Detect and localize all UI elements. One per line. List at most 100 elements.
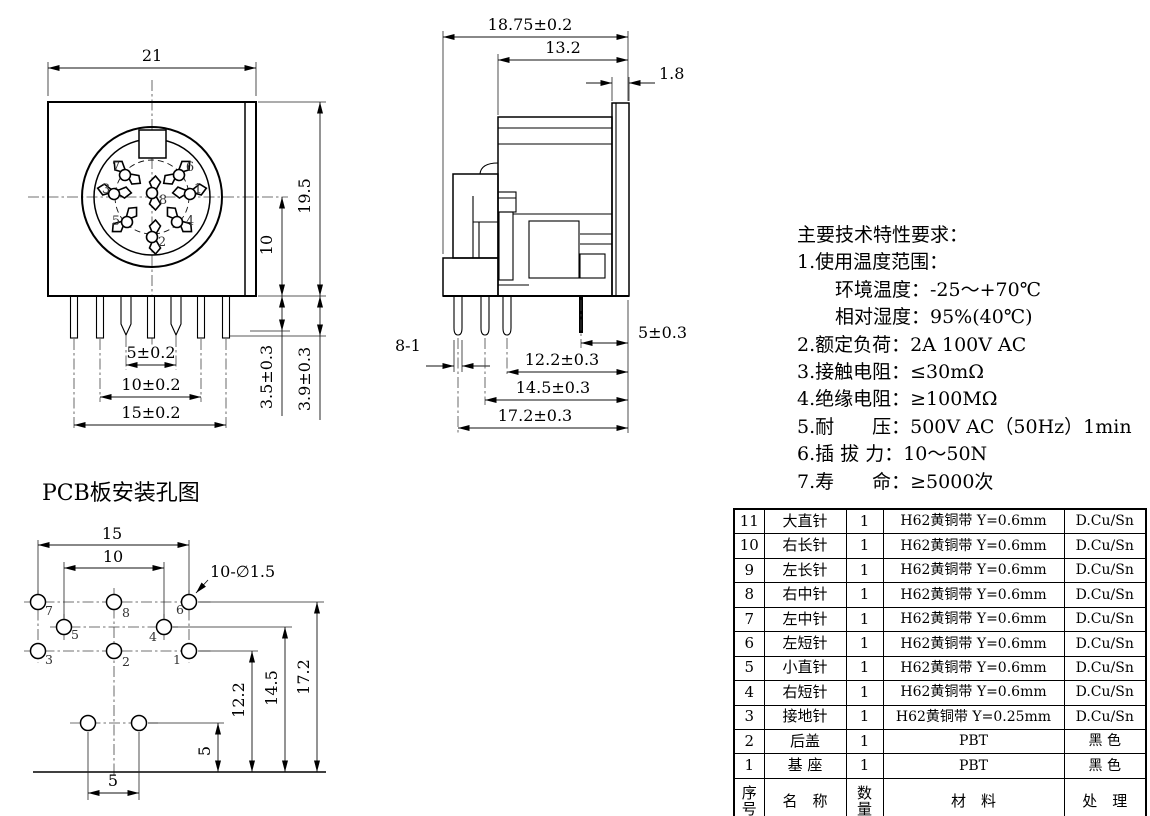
dim-side-shell: 13.2 <box>545 38 581 57</box>
cell-name: 左长针 <box>763 557 847 584</box>
cell-qty: 1 <box>845 582 884 608</box>
dim-pcb-bottom-offset: 5 <box>195 746 214 756</box>
dim-front-span15: 15±0.2 <box>121 403 180 422</box>
dim-side-ground: 5±0.3 <box>638 323 687 342</box>
hole-label-6: 6 <box>176 602 184 617</box>
table-row: 10 右长针 1 H62黄铜带 Y=0.6mm D.Cu/Sn <box>733 533 1147 559</box>
cell-material: PBT <box>882 728 1065 755</box>
dim-side-row3: 17.2±0.3 <box>498 406 572 425</box>
hole-label-3: 3 <box>45 652 53 667</box>
notes-line: 2.额定负荷：2A 100V AC <box>797 333 1027 356</box>
cell-name: 后盖 <box>763 728 847 755</box>
cell-name: 小直针 <box>763 655 847 682</box>
cell-no: 1 <box>733 753 765 779</box>
front-view: 7 6 3 1 8 5 4 2 21 19.5 10 3.5±0.3 3.9±0… <box>28 46 326 430</box>
cell-treatment: D.Cu/Sn <box>1063 680 1147 706</box>
cell-treatment: 黑 色 <box>1063 753 1147 779</box>
dim-pcb-bottom-pitch: 5 <box>108 771 118 790</box>
cell-name: 左短针 <box>763 631 847 657</box>
cell-name: 右中针 <box>763 582 847 608</box>
notes-line: 4.绝缘电阻：≥100MΩ <box>797 388 998 411</box>
pin-label-7: 7 <box>112 160 120 175</box>
cell-material: PBT <box>882 753 1065 779</box>
cell-qty: 1 <box>845 508 884 535</box>
table-row: 5 小直针 1 H62黄铜带 Y=0.6mm D.Cu/Sn <box>733 655 1147 682</box>
cell-name: 大直针 <box>763 508 847 535</box>
cell-qty: 1 <box>845 606 884 633</box>
technical-notes: 主要技术特性要求： 1.使用温度范围： 环境温度：-25～+70℃ 相对湿度：9… <box>797 222 1150 496</box>
cell-no: 9 <box>733 557 765 584</box>
header-qty: 数 量 <box>845 777 884 816</box>
pin-label-6: 6 <box>186 160 194 175</box>
cell-no: 11 <box>733 508 765 535</box>
cell-no: 8 <box>733 582 765 608</box>
cell-material: H62黄铜带 Y=0.6mm <box>882 680 1065 706</box>
pcb-view: PCB板安装孔图 7 8 6 5 4 3 2 1 <box>24 481 326 800</box>
cell-treatment: D.Cu/Sn <box>1063 557 1147 584</box>
side-view: 18.75±0.2 13.2 1.8 5±0.3 8-1 12.2±0.3 14… <box>395 15 687 433</box>
cell-qty: 1 <box>845 631 884 657</box>
table-row: 9 左长针 1 H62黄铜带 Y=0.6mm D.Cu/Sn <box>733 557 1147 584</box>
dim-pcb-span10: 10 <box>103 547 123 566</box>
pin-label-2: 2 <box>158 235 166 250</box>
cell-no: 3 <box>733 704 765 730</box>
table-row: 11 大直针 1 H62黄铜带 Y=0.6mm D.Cu/Sn <box>733 508 1147 535</box>
dim-pcb-row3: 17.2 <box>294 659 313 695</box>
dim-pcb-row1: 12.2 <box>229 682 248 718</box>
notes-line: 1.使用温度范围： <box>797 251 949 274</box>
cell-material: H62黄铜带 Y=0.6mm <box>882 582 1065 608</box>
hole-label-1: 1 <box>173 652 181 667</box>
hole-label-4: 4 <box>149 629 157 644</box>
table-row: 8 右中针 1 H62黄铜带 Y=0.6mm D.Cu/Sn <box>733 582 1147 608</box>
table-row: 6 左短针 1 H62黄铜带 Y=0.6mm D.Cu/Sn <box>733 631 1147 657</box>
notes-line: 相对湿度：95%(40℃) <box>835 306 1033 329</box>
header-name: 名 称 <box>763 777 847 816</box>
cell-treatment: D.Cu/Sn <box>1063 508 1147 535</box>
pin-label-3: 3 <box>102 182 110 197</box>
table-header-row: 序 号 名 称 数 量 材 料 处 理 <box>733 777 1147 816</box>
side-view-pins <box>453 296 583 336</box>
cell-no: 4 <box>733 680 765 706</box>
cell-name: 左中针 <box>763 606 847 633</box>
hole-label-5: 5 <box>71 627 79 642</box>
table-row: 4 右短针 1 H62黄铜带 Y=0.6mm D.Cu/Sn <box>733 680 1147 706</box>
cell-treatment: 黑 色 <box>1063 728 1147 755</box>
front-view-pins <box>69 295 231 339</box>
dim-front-span10: 10±0.2 <box>121 375 180 394</box>
dim-front-pinlen: 3.9±0.3 <box>295 347 314 411</box>
pin-label-5: 5 <box>112 214 120 229</box>
cell-qty: 1 <box>845 704 884 730</box>
table-row: 7 左中针 1 H62黄铜带 Y=0.6mm D.Cu/Sn <box>733 606 1147 633</box>
dim-front-height: 19.5 <box>295 178 314 214</box>
cell-no: 2 <box>733 728 765 755</box>
cell-treatment: D.Cu/Sn <box>1063 631 1147 657</box>
pcb-title: PCB板安装孔图 <box>42 481 200 506</box>
notes-line: 5.耐 压：500V AC（50Hz）1min <box>797 415 1132 438</box>
pin-label-8: 8 <box>159 193 167 208</box>
hole-label-2: 2 <box>122 654 130 669</box>
notes-line: 6.插 拔 力：10～50N <box>797 443 988 466</box>
cell-treatment: D.Cu/Sn <box>1063 533 1147 559</box>
dim-front-width: 21 <box>142 46 162 65</box>
header-material: 材 料 <box>882 777 1065 816</box>
cell-material: H62黄铜带 Y=0.25mm <box>882 704 1065 730</box>
cell-treatment: D.Cu/Sn <box>1063 704 1147 730</box>
pcb-holes-note: 10-∅1.5 <box>210 562 275 581</box>
dim-side-pinnote: 8-1 <box>395 336 421 355</box>
pcb-holes <box>29 593 198 732</box>
dim-side-flange: 1.8 <box>659 64 684 83</box>
dim-side-row2: 14.5±0.3 <box>516 378 590 397</box>
dim-pcb-span15: 15 <box>102 524 122 543</box>
dim-front-span5: 5±0.2 <box>126 343 175 362</box>
hole-label-8: 8 <box>122 605 130 620</box>
cell-name: 接地针 <box>763 704 847 730</box>
cell-material: H62黄铜带 Y=0.6mm <box>882 533 1065 559</box>
cell-name: 右长针 <box>763 533 847 559</box>
cell-no: 7 <box>733 606 765 633</box>
cell-qty: 1 <box>845 680 884 706</box>
cell-no: 10 <box>733 533 765 559</box>
dim-front-tab: 3.5±0.3 <box>257 345 276 409</box>
dim-side-row1: 12.2±0.3 <box>525 350 599 369</box>
pin-label-4: 4 <box>186 214 194 229</box>
